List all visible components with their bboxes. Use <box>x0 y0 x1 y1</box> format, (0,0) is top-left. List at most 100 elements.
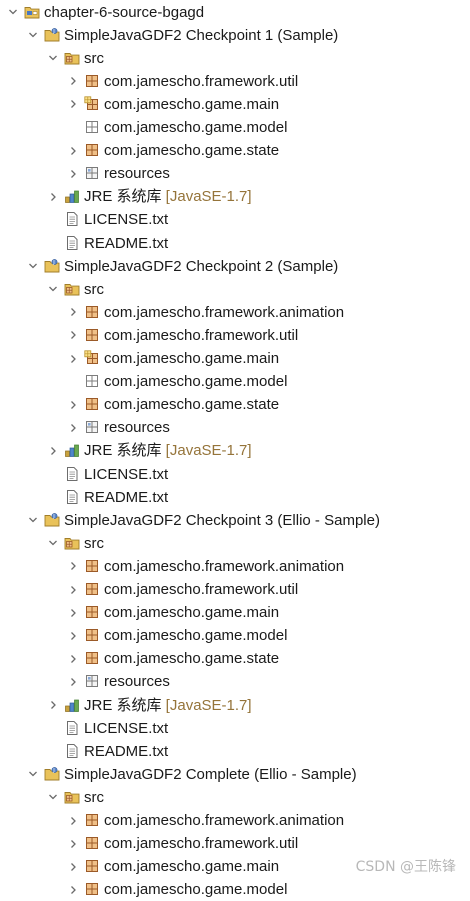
tree-item-label: SimpleJavaGDF2 Checkpoint 2 (Sample) <box>64 257 339 275</box>
source-folder-icon <box>64 535 80 551</box>
csdn-watermark: CSDN @王陈锋 <box>355 859 456 875</box>
tree-item[interactable]: com.jamescho.game.state <box>0 139 470 162</box>
tree-item[interactable]: com.jamescho.game.state <box>0 647 470 670</box>
tree-item[interactable]: JRE 系统库 [JavaSE-1.7] <box>0 185 470 208</box>
tree-item-label: src <box>84 280 104 298</box>
package-icon <box>84 73 100 89</box>
chevron-right-icon[interactable] <box>66 670 80 693</box>
tree-item[interactable]: README.txt <box>0 232 470 255</box>
tree-item[interactable]: LICENSE.txt <box>0 463 470 486</box>
chevron-right-icon[interactable] <box>66 393 80 416</box>
tree-item-label: JRE 系统库 [JavaSE-1.7] <box>84 188 252 206</box>
tree-item[interactable]: com.jamescho.framework.util <box>0 324 470 347</box>
tree-item-label: chapter-6-source-bgagd <box>44 3 205 21</box>
jre-version-decoration: [JavaSE-1.7] <box>161 696 252 714</box>
text-file-icon <box>64 743 80 759</box>
tree-item[interactable]: com.jamescho.game.model <box>0 116 470 139</box>
package-icon <box>84 812 100 828</box>
chevron-right-icon[interactable] <box>66 347 80 370</box>
tree-item[interactable]: src <box>0 532 470 555</box>
project-folder-icon <box>24 4 40 20</box>
tree-item[interactable]: chapter-6-source-bgagd <box>0 1 470 24</box>
svg-text:J: J <box>52 259 54 265</box>
chevron-right-icon[interactable] <box>66 162 80 185</box>
chevron-down-icon[interactable] <box>6 1 20 24</box>
tree-item[interactable]: JRE 系统库 [JavaSE-1.7] <box>0 439 470 462</box>
tree-item-label: README.txt <box>84 742 169 760</box>
tree-item[interactable]: com.jamescho.framework.util <box>0 70 470 93</box>
tree-item[interactable]: JRE 系统库 [JavaSE-1.7] <box>0 694 470 717</box>
chevron-right-icon[interactable] <box>66 70 80 93</box>
chevron-right-icon[interactable] <box>66 139 80 162</box>
chevron-down-icon[interactable] <box>46 47 60 70</box>
tree-item[interactable]: com.jamescho.game.model <box>0 878 470 901</box>
tree-item[interactable]: com.jamescho.game.main <box>0 93 470 116</box>
chevron-right-icon[interactable] <box>66 93 80 116</box>
chevron-right-icon[interactable] <box>66 416 80 439</box>
text-file-icon <box>64 211 80 227</box>
tree-item[interactable]: src <box>0 47 470 70</box>
chevron-right-icon[interactable] <box>66 809 80 832</box>
chevron-right-icon[interactable] <box>66 301 80 324</box>
tree-item[interactable]: LICENSE.txt <box>0 717 470 740</box>
chevron-right-icon[interactable] <box>66 855 80 878</box>
text-file-icon <box>64 235 80 251</box>
svg-text:J: J <box>52 513 54 519</box>
tree-item[interactable]: README.txt <box>0 486 470 509</box>
chevron-down-icon[interactable] <box>26 763 40 786</box>
jre-library-icon <box>64 442 80 458</box>
chevron-right-icon[interactable] <box>66 878 80 901</box>
chevron-right-icon[interactable] <box>66 601 80 624</box>
chevron-right-icon[interactable] <box>46 439 60 462</box>
tree-item-label: com.jamescho.game.state <box>104 142 280 160</box>
tree-item[interactable]: com.jamescho.framework.animation <box>0 555 470 578</box>
tree-item-label: SimpleJavaGDF2 Checkpoint 3 (Ellio - Sam… <box>64 511 380 529</box>
tree-item[interactable]: com.jamescho.game.main <box>0 347 470 370</box>
tree-item[interactable]: J SimpleJavaGDF2 Checkpoint 3 (Ellio - Sa… <box>0 509 470 532</box>
tree-item[interactable]: resources <box>0 162 470 185</box>
chevron-right-icon[interactable] <box>66 578 80 601</box>
tree-item[interactable]: README.txt <box>0 740 470 763</box>
tree-item-label: com.jamescho.framework.animation <box>104 557 345 575</box>
tree-item[interactable]: src <box>0 786 470 809</box>
tree-item-label: com.jamescho.game.main <box>104 604 280 622</box>
chevron-right-icon[interactable] <box>66 624 80 647</box>
tree-item[interactable]: com.jamescho.game.main <box>0 855 470 878</box>
tree-item-label: src <box>84 49 104 67</box>
tree-item-label: LICENSE.txt <box>84 465 169 483</box>
tree-item[interactable]: resources <box>0 416 470 439</box>
resources-folder-icon <box>84 165 100 181</box>
tree-item-label: LICENSE.txt <box>84 211 169 229</box>
chevron-down-icon[interactable] <box>26 24 40 47</box>
chevron-down-icon[interactable] <box>46 786 60 809</box>
chevron-right-icon[interactable] <box>66 647 80 670</box>
chevron-right-icon[interactable] <box>66 324 80 347</box>
tree-item[interactable]: com.jamescho.framework.animation <box>0 301 470 324</box>
chevron-down-icon[interactable] <box>46 278 60 301</box>
package-icon <box>84 858 100 874</box>
chevron-right-icon[interactable] <box>66 555 80 578</box>
chevron-right-icon[interactable] <box>66 832 80 855</box>
tree-item[interactable]: LICENSE.txt <box>0 208 470 231</box>
tree-item[interactable]: com.jamescho.framework.animation <box>0 809 470 832</box>
tree-item[interactable]: resources <box>0 670 470 693</box>
tree-item[interactable]: com.jamescho.framework.util <box>0 832 470 855</box>
package-icon <box>84 881 100 897</box>
chevron-down-icon[interactable] <box>46 532 60 555</box>
chevron-down-icon[interactable] <box>26 509 40 532</box>
resources-folder-icon <box>84 419 100 435</box>
tree-item[interactable]: com.jamescho.game.state <box>0 393 470 416</box>
source-folder-icon <box>64 50 80 66</box>
tree-item[interactable]: com.jamescho.game.main <box>0 601 470 624</box>
tree-item[interactable]: J SimpleJavaGDF2 Checkpoint 2 (Sample) <box>0 255 470 278</box>
chevron-right-icon[interactable] <box>46 185 60 208</box>
tree-item[interactable]: com.jamescho.game.model <box>0 624 470 647</box>
chevron-down-icon[interactable] <box>26 255 40 278</box>
tree-item[interactable]: com.jamescho.game.model <box>0 370 470 393</box>
chevron-right-icon[interactable] <box>46 694 60 717</box>
tree-item[interactable]: com.jamescho.framework.util <box>0 578 470 601</box>
tree-item[interactable]: src <box>0 278 470 301</box>
java-project-icon: J <box>44 27 60 43</box>
